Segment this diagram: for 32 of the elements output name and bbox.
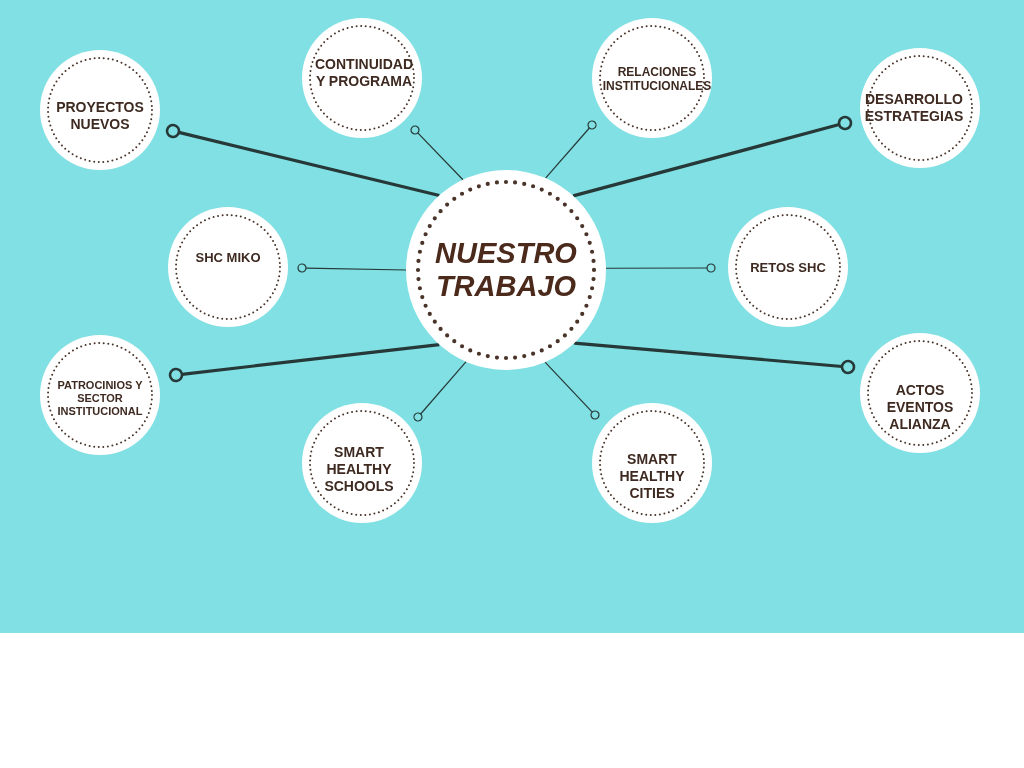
connector-line <box>572 115 853 198</box>
topic-circle <box>592 18 712 138</box>
connector-line <box>574 341 856 375</box>
topic-circle <box>860 48 980 168</box>
topic-circle <box>302 403 422 523</box>
topic-label: PROYECTOS NUEVOS <box>55 99 145 133</box>
topic-label: ACTOS EVENTOS ALIANZA <box>885 381 955 433</box>
connector-line <box>168 342 440 383</box>
topic-circle <box>592 403 712 523</box>
topic-label: SMART HEALTHY SCHOOLS <box>323 443 395 495</box>
topic-label: CONTINUIDAD Y PROGRAMA <box>314 56 414 90</box>
central-topic-label: NUESTRO TRABAJO <box>434 236 578 304</box>
connector-line <box>165 123 440 197</box>
connector-line <box>605 263 716 273</box>
topic-label: PATROCINIOS Y SECTOR INSTITUCIONAL <box>56 379 144 419</box>
topic-label: SHC MIKO <box>195 250 261 266</box>
topic-label: DESARROLLO ESTRATEGIAS <box>863 91 965 125</box>
topic-label: RELACIONES INSTITUCIONALES <box>601 64 713 94</box>
connector-line <box>544 120 597 179</box>
central-topic-circle <box>406 170 606 370</box>
topic-circle <box>302 18 422 138</box>
topic-circle <box>728 207 848 327</box>
connector-line <box>544 361 600 420</box>
connector-line <box>297 263 407 273</box>
topic-label: SMART HEALTHY CITIES <box>618 450 686 502</box>
connector-line <box>410 125 464 181</box>
topic-circle <box>860 333 980 453</box>
topic-circle <box>168 207 288 327</box>
topic-label: RETOS SHC <box>750 260 826 276</box>
topic-circle <box>40 50 160 170</box>
connector-line <box>413 361 467 422</box>
topic-circle <box>40 335 160 455</box>
